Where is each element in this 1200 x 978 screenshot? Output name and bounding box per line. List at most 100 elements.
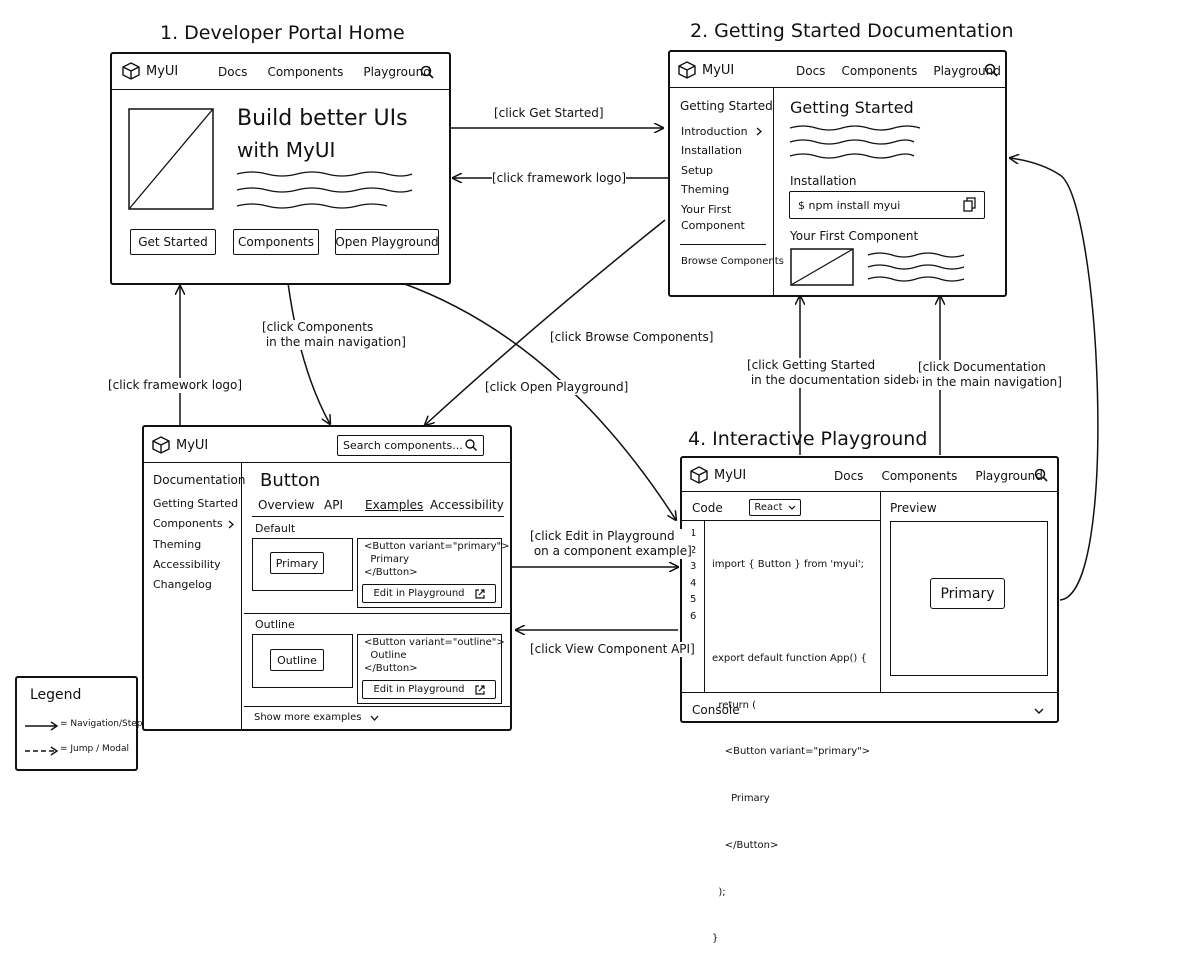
first-component-image-placeholder bbox=[790, 248, 854, 286]
docs-logo[interactable]: MyUI bbox=[678, 61, 734, 79]
legend-solid-arrow bbox=[25, 721, 59, 731]
preview-primary-button[interactable]: Primary bbox=[930, 578, 1005, 609]
tab-examples[interactable]: Examples bbox=[365, 498, 424, 512]
search-icon[interactable] bbox=[465, 439, 478, 452]
outline-code-line3: </Button> bbox=[364, 663, 418, 674]
outline-example-label: Outline bbox=[255, 618, 295, 631]
open-playground-button[interactable]: Open Playground bbox=[335, 229, 439, 255]
nav-playground[interactable]: Playground bbox=[363, 65, 431, 79]
outline-code-line1: <Button variant="outline"> bbox=[364, 637, 505, 648]
default-preview-box: Primary bbox=[252, 538, 353, 591]
component-search-box[interactable]: Search components... bbox=[337, 435, 484, 456]
show-more-label: Show more examples bbox=[254, 712, 362, 723]
outline-button[interactable]: Outline bbox=[270, 649, 324, 671]
hero-headline-line1: Build better UIs bbox=[237, 106, 408, 131]
docs-sidebar-item-your-first[interactable]: Your First bbox=[681, 203, 732, 216]
tab-api[interactable]: API bbox=[324, 498, 343, 512]
transition-click-framework-logo-left: [click framework logo] bbox=[108, 378, 243, 393]
playground-pane-divider bbox=[880, 492, 881, 692]
nav-docs[interactable]: Docs bbox=[796, 64, 826, 78]
cube-icon bbox=[678, 61, 696, 79]
flow-connectors bbox=[0, 0, 1099, 800]
docs-sidebar-item-theming[interactable]: Theming bbox=[681, 183, 730, 196]
edit-in-playground-button[interactable]: Edit in Playground bbox=[362, 680, 496, 699]
code-toolbar-underline bbox=[682, 520, 880, 521]
search-icon[interactable] bbox=[1034, 468, 1048, 482]
external-link-icon bbox=[474, 684, 485, 695]
legend-jump: = Jump / Modal bbox=[60, 744, 129, 754]
line-number-gutter bbox=[704, 520, 705, 692]
docs-sidebar-item-introduction[interactable]: Introduction bbox=[681, 125, 748, 138]
framework-select[interactable]: React bbox=[749, 499, 801, 516]
nav-components[interactable]: Components bbox=[881, 469, 958, 483]
get-started-button[interactable]: Get Started bbox=[130, 229, 216, 255]
sidebar-item-getting-started[interactable]: Getting Started bbox=[153, 497, 239, 510]
home-nav: Docs Components Playground bbox=[218, 65, 431, 79]
docs-frame-title: 2. Getting Started Documentation bbox=[690, 20, 1014, 42]
docs-intro-scribble bbox=[789, 125, 921, 159]
nav-docs[interactable]: Docs bbox=[218, 65, 248, 79]
playground-logo[interactable]: MyUI bbox=[690, 466, 746, 484]
code-line: </Button> bbox=[712, 839, 779, 851]
code-line: import { Button } from 'myui'; bbox=[712, 559, 865, 571]
docs-nav: Docs Components Playground bbox=[796, 64, 1001, 78]
component-search-placeholder: Search components... bbox=[343, 439, 463, 452]
nav-playground[interactable]: Playground bbox=[975, 469, 1043, 483]
cube-icon bbox=[152, 436, 170, 454]
edit-in-playground-button[interactable]: Edit in Playground bbox=[362, 584, 496, 603]
sidebar-item-accessibility[interactable]: Accessibility bbox=[153, 558, 221, 571]
console-divider bbox=[682, 692, 1059, 693]
docs-sidebar-item-installation[interactable]: Installation bbox=[681, 144, 742, 157]
code-line: return ( bbox=[712, 699, 757, 711]
line-number: 6 bbox=[690, 610, 697, 622]
console-label[interactable]: Console bbox=[692, 703, 740, 717]
transition-click-framework-logo-top: [click framework logo] bbox=[492, 171, 627, 186]
docs-sidebar-item-setup[interactable]: Setup bbox=[681, 164, 714, 177]
tab-overview[interactable]: Overview bbox=[258, 498, 315, 512]
show-more-separator bbox=[244, 706, 510, 707]
preview-canvas: Primary bbox=[890, 521, 1048, 676]
transition-click-getting-started-sidebar: [click Getting Started in the documentat… bbox=[747, 358, 933, 388]
nav-components[interactable]: Components bbox=[267, 65, 344, 79]
code-editor[interactable]: import { Button } from 'myui'; export de… bbox=[712, 526, 870, 978]
docs-sidebar-heading: Getting Started bbox=[680, 99, 773, 113]
chevron-down-icon bbox=[788, 505, 796, 510]
home-frame-title: 1. Developer Portal Home bbox=[160, 22, 405, 44]
cube-icon bbox=[122, 62, 140, 80]
nav-components[interactable]: Components bbox=[841, 64, 918, 78]
hero-headline-line2: with MyUI bbox=[237, 138, 336, 162]
components-button[interactable]: Components bbox=[233, 229, 319, 255]
search-icon[interactable] bbox=[420, 65, 434, 79]
code-pane-label: Code bbox=[692, 501, 723, 515]
transition-click-documentation-nav: [click Documentation in the main navigat… bbox=[918, 360, 1062, 390]
browse-components-link[interactable]: Browse Components bbox=[681, 256, 784, 267]
docs-sidebar-item-component[interactable]: Component bbox=[681, 219, 745, 232]
primary-button[interactable]: Primary bbox=[270, 552, 324, 574]
sidebar-item-changelog[interactable]: Changelog bbox=[153, 578, 212, 591]
line-number: 4 bbox=[690, 577, 697, 589]
line-number: 1 bbox=[690, 528, 697, 539]
sidebar-item-theming[interactable]: Theming bbox=[153, 538, 202, 551]
nav-playground[interactable]: Playground bbox=[933, 64, 1001, 78]
home-logo[interactable]: MyUI bbox=[122, 62, 178, 80]
component-title: Button bbox=[260, 470, 321, 491]
transition-click-browse-components: [click Browse Components] bbox=[550, 330, 714, 345]
brand-name: MyUI bbox=[176, 437, 209, 453]
tab-accessibility[interactable]: Accessibility bbox=[430, 498, 504, 512]
show-more-examples[interactable]: Show more examples bbox=[254, 712, 379, 723]
docs-sidebar-divider bbox=[773, 88, 774, 297]
external-link-icon bbox=[474, 588, 485, 599]
transition-click-open-playground: [click Open Playground] bbox=[485, 380, 629, 395]
search-icon[interactable] bbox=[984, 63, 998, 77]
line-number: 5 bbox=[690, 594, 697, 605]
docs-header: MyUI Docs Components Playground bbox=[670, 52, 1005, 88]
code-line bbox=[712, 604, 870, 620]
hero-image-placeholder bbox=[128, 108, 214, 210]
components-logo[interactable]: MyUI bbox=[152, 436, 208, 454]
nav-docs[interactable]: Docs bbox=[834, 469, 864, 483]
chevron-right-icon bbox=[228, 520, 234, 529]
chevron-down-icon[interactable] bbox=[1034, 708, 1044, 714]
copy-icon[interactable] bbox=[963, 197, 976, 212]
sidebar-item-components[interactable]: Components bbox=[153, 517, 223, 530]
arrow-home-to-components bbox=[287, 282, 330, 424]
